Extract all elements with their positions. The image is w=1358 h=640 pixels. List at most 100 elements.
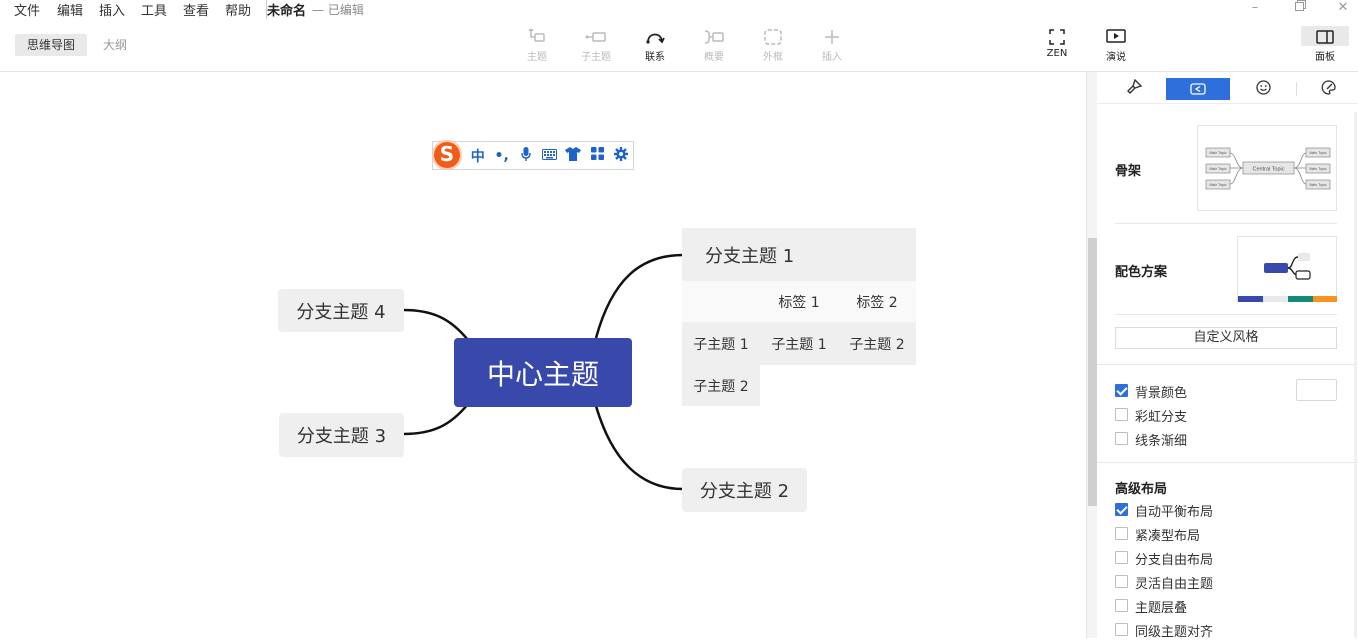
topic-overlap-label: 主题层叠	[1135, 601, 1188, 616]
flexible-floating-checkbox[interactable]	[1115, 575, 1128, 588]
ime-toolbar[interactable]: S 中 •,	[432, 139, 634, 170]
summary-label: 概要	[704, 52, 724, 63]
central-topic[interactable]: 中心主题	[454, 338, 632, 407]
summary-button[interactable]: 概要	[692, 28, 736, 63]
branch-1-matrix: 分支主题 1 标签 1 标签 2 子主题 1 子主题 1 子主题 2 子主题 2	[682, 228, 916, 406]
microphone-icon[interactable]	[514, 146, 538, 165]
menu-insert[interactable]: 插入	[99, 4, 126, 19]
topic-button[interactable]: 主题	[515, 28, 559, 63]
swatch-orange	[1313, 296, 1337, 302]
advanced-layout-label: 高级布局	[1115, 482, 1168, 497]
tab-icons[interactable]	[1231, 78, 1295, 100]
close-icon[interactable]: ✕	[1337, 0, 1349, 15]
divider	[1097, 462, 1358, 463]
auto-balance-checkbox[interactable]	[1115, 503, 1128, 516]
toolbox-grid-icon[interactable]	[585, 147, 609, 164]
matrix-label-1[interactable]: 标签 1	[778, 294, 820, 311]
sogou-logo-icon[interactable]: S	[432, 139, 462, 170]
branch-topic-1[interactable]: 分支主题 1	[682, 228, 916, 281]
boundary-label: 外框	[763, 52, 783, 63]
background-color-swatch[interactable]	[1296, 379, 1337, 401]
map-layout-icon	[1190, 80, 1206, 99]
minimize-icon[interactable]: –	[1251, 0, 1259, 15]
present-button[interactable]: 演说	[1094, 28, 1138, 63]
restore-icon[interactable]	[1290, 0, 1310, 15]
panel-button-bg	[1301, 26, 1349, 46]
matrix-row-2-header[interactable]: 子主题 2	[682, 365, 760, 406]
swatch-gray	[1263, 296, 1288, 302]
connector-lines	[402, 253, 684, 491]
relationship-button[interactable]: 联系	[633, 28, 677, 63]
align-siblings-label: 同级主题对齐	[1135, 625, 1214, 640]
menu-edit[interactable]: 编辑	[57, 4, 84, 19]
tab-outline[interactable]: 大纲	[103, 38, 128, 52]
boundary-button[interactable]: 外框	[751, 28, 795, 63]
menu-bar: 文件 编辑 插入 工具 查看 帮助 未命名 — 已编辑 – ✕	[0, 0, 1358, 19]
menu-tools[interactable]: 工具	[141, 4, 168, 19]
ime-chinese-mode[interactable]: 中	[470, 148, 485, 165]
scrollbar-thumb[interactable]	[1088, 238, 1097, 506]
tab-mindmap[interactable]: 思维导图	[15, 34, 88, 56]
rainbow-branch-label: 彩虹分支	[1135, 410, 1188, 425]
branch-topic-4[interactable]: 分支主题 4	[278, 289, 404, 332]
tab-theme[interactable]	[1296, 78, 1358, 100]
rainbow-branch-checkbox[interactable]	[1115, 408, 1128, 421]
skeleton-main-text: Main Topic	[1209, 151, 1226, 155]
present-label: 演说	[1106, 52, 1126, 63]
palette-icon	[1321, 79, 1336, 99]
compact-layout-checkbox[interactable]	[1115, 527, 1128, 540]
document-status: — 已编辑	[312, 3, 364, 17]
canvas-scrollbar[interactable]	[1086, 72, 1097, 638]
align-siblings-checkbox[interactable]	[1115, 623, 1128, 636]
matrix-cell-subtopic[interactable]: 子主题 2	[849, 336, 905, 353]
panel-button[interactable]: 面板	[1303, 28, 1347, 63]
matrix-cell-subtopic[interactable]: 子主题 1	[771, 336, 827, 353]
free-branch-label: 分支自由布局	[1135, 553, 1214, 568]
boundary-icon	[751, 28, 795, 46]
tapered-lines-label: 线条渐细	[1135, 434, 1188, 449]
menu-file[interactable]: 文件	[14, 4, 41, 19]
document-title: 未命名	[266, 0, 306, 19]
swatch-blue	[1238, 296, 1263, 302]
divider	[1115, 314, 1337, 315]
subtopic-button[interactable]: 子主题	[574, 28, 618, 63]
menu-view[interactable]: 查看	[183, 4, 210, 19]
skeleton-main-text: Main Topic	[1209, 167, 1226, 171]
tab-style[interactable]	[1102, 78, 1166, 100]
background-color-checkbox[interactable]	[1115, 384, 1128, 397]
panel-tab-divider	[1097, 103, 1358, 104]
skeleton-main-text: Main Topic	[1309, 167, 1326, 171]
skeleton-preview[interactable]: Central Topic Main Topic Main Topic Main…	[1197, 125, 1337, 211]
skeleton-main-text: Main Topic	[1309, 183, 1326, 187]
play-icon	[1094, 28, 1138, 46]
ime-punctuation[interactable]: •,	[494, 147, 509, 164]
paint-brush-icon	[1126, 78, 1143, 99]
flexible-floating-label: 灵活自由主题	[1135, 577, 1214, 592]
topic-overlap-checkbox[interactable]	[1115, 599, 1128, 612]
custom-style-button[interactable]: 自定义风格	[1115, 327, 1337, 349]
matrix-label-2[interactable]: 标签 2	[856, 294, 898, 311]
tab-map-format[interactable]	[1166, 78, 1230, 100]
settings-gear-icon[interactable]	[609, 146, 633, 165]
keyboard-icon[interactable]	[537, 148, 561, 164]
color-scheme-preview[interactable]	[1237, 236, 1337, 302]
free-branch-checkbox[interactable]	[1115, 551, 1128, 564]
matrix-row-1-header[interactable]: 子主题 1	[693, 336, 749, 353]
insert-button[interactable]: 插入	[810, 28, 854, 63]
topic-label: 主题	[527, 52, 547, 63]
branch-topic-2[interactable]: 分支主题 2	[682, 468, 807, 512]
plus-icon	[810, 28, 854, 46]
panel-scrollbar[interactable]	[1354, 112, 1357, 638]
toolbar-divider	[0, 71, 1358, 72]
branch-topic-3[interactable]: 分支主题 3	[279, 413, 404, 457]
skin-shirt-icon[interactable]	[561, 146, 585, 165]
insert-label: 插入	[822, 52, 842, 63]
skeleton-label: 骨架	[1115, 164, 1142, 179]
menu-help[interactable]: 帮助	[225, 4, 252, 19]
relationship-label: 联系	[645, 52, 665, 63]
color-scheme-label: 配色方案	[1115, 265, 1168, 280]
matrix-header-row	[682, 281, 916, 322]
subtopic-icon	[574, 28, 618, 46]
zen-button[interactable]: ZEN	[1035, 28, 1079, 59]
tapered-lines-checkbox[interactable]	[1115, 432, 1128, 445]
